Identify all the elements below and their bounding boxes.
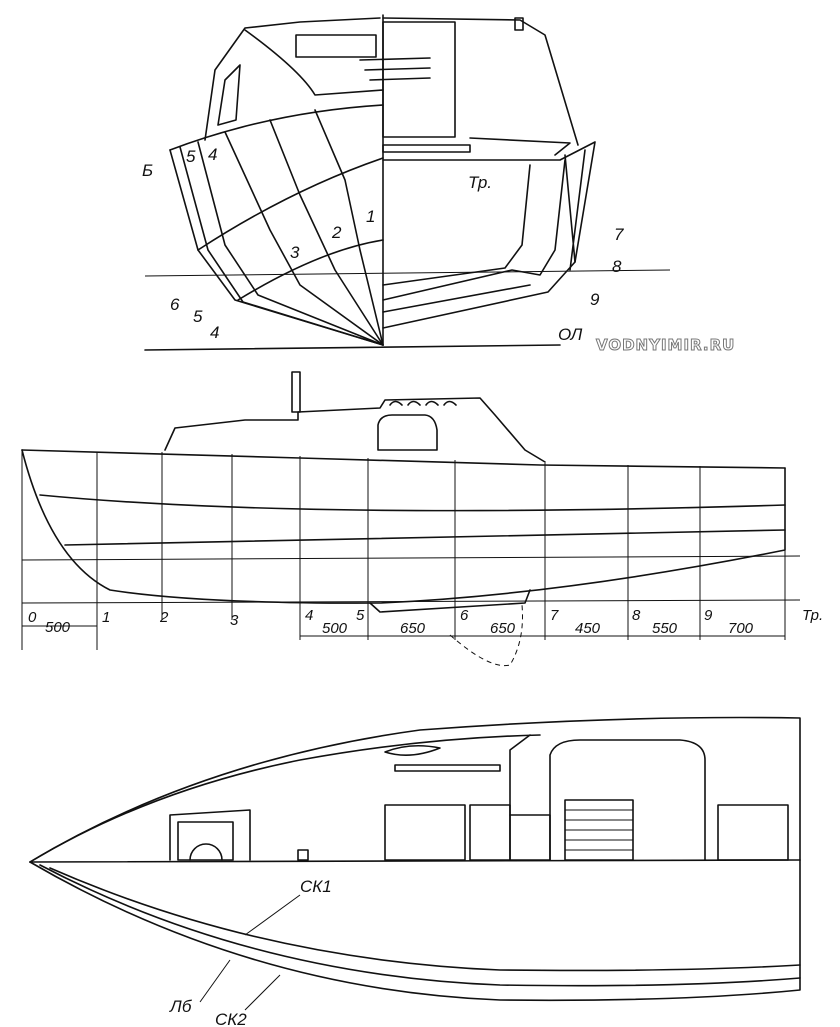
propeller-dashed-outline bbox=[449, 604, 523, 667]
transom-outline bbox=[382, 141, 596, 329]
dim-0-1: 500 bbox=[45, 619, 71, 636]
hull-profile bbox=[21, 449, 786, 604]
engine-box bbox=[509, 814, 551, 861]
keel-skeg bbox=[369, 589, 531, 613]
waterline bbox=[144, 269, 671, 277]
chine-line-lower-2 bbox=[49, 867, 801, 972]
leader-ck1 bbox=[244, 894, 301, 936]
label-station-1: 1 bbox=[366, 207, 375, 226]
cabin-plan bbox=[549, 739, 706, 861]
cabin-outline bbox=[204, 17, 579, 146]
station-label-1: 1 bbox=[102, 609, 110, 626]
label-sheer-4: 4 bbox=[208, 145, 217, 164]
cabin-profile bbox=[164, 397, 546, 463]
hull-outline-upper bbox=[29, 716, 801, 863]
plan-handrail bbox=[394, 764, 501, 772]
label-chine-6: 6 bbox=[170, 295, 180, 314]
station-label-transom: Тр. bbox=[802, 607, 823, 624]
dim-9-transom: 700 bbox=[728, 620, 754, 637]
label-transom: Тр. bbox=[468, 173, 492, 192]
leader-lb bbox=[199, 959, 231, 1003]
profile-labels: 0 1 2 3 4 5 6 7 8 9 Тр. 500 500 650 650 … bbox=[28, 607, 823, 637]
hull-outline-lower bbox=[29, 859, 801, 1002]
station-label-8: 8 bbox=[632, 607, 641, 624]
chine-line-2 bbox=[64, 529, 786, 546]
station-label-5: 5 bbox=[356, 607, 365, 624]
station-label-4: 4 bbox=[305, 607, 313, 624]
waterline-curve-1 bbox=[197, 157, 384, 251]
fittings bbox=[359, 57, 431, 81]
leader-ck2 bbox=[244, 974, 281, 1011]
sheer-line bbox=[169, 104, 384, 151]
station-label-3: 3 bbox=[230, 612, 239, 629]
label-station-2: 2 bbox=[331, 223, 342, 242]
station-lines bbox=[21, 450, 786, 650]
dim-8-9: 550 bbox=[652, 620, 678, 637]
plan-view bbox=[29, 716, 801, 1002]
label-station-3: 3 bbox=[290, 243, 300, 262]
body-plan-labels: Б 5 4 6 5 4 1 2 3 Тр. 7 8 9 ОЛ VODNYIMIR… bbox=[142, 145, 735, 355]
transom-inner bbox=[382, 159, 566, 301]
bulkhead-block bbox=[469, 804, 511, 861]
label-ck2: СК2 bbox=[215, 1010, 247, 1027]
watermark: VODNYIMIR.RU bbox=[596, 336, 735, 354]
label-sheer-5: 5 bbox=[186, 147, 196, 166]
label-lb: Лб bbox=[169, 997, 193, 1016]
dim-5-6: 650 bbox=[400, 620, 426, 637]
stern-bottom bbox=[382, 284, 531, 313]
deck-step bbox=[382, 144, 471, 153]
dim-6-7: 650 bbox=[490, 620, 516, 637]
dim-7-8: 450 bbox=[575, 620, 601, 637]
seat-2 bbox=[384, 804, 466, 861]
deck-edge bbox=[469, 137, 571, 156]
portholes bbox=[389, 400, 457, 406]
sheer-line-profile bbox=[21, 449, 786, 469]
dim-4-5: 500 bbox=[322, 620, 348, 637]
vent bbox=[514, 17, 524, 31]
label-ck1: СК1 bbox=[300, 877, 332, 896]
stern-seat bbox=[717, 804, 789, 861]
label-chine-5: 5 bbox=[193, 307, 203, 326]
profile-waterline bbox=[21, 555, 801, 561]
profile-view bbox=[21, 371, 801, 667]
label-station-9: 9 bbox=[590, 290, 600, 309]
cabin-window bbox=[217, 64, 241, 126]
exhaust-stack bbox=[291, 371, 301, 413]
deck-line-upper bbox=[29, 734, 541, 863]
station-label-7: 7 bbox=[550, 607, 559, 624]
hatch bbox=[295, 34, 377, 58]
windscreen bbox=[509, 734, 531, 816]
wheel-outline bbox=[189, 843, 223, 861]
station-label-6: 6 bbox=[460, 607, 469, 624]
cabin-roof-line bbox=[244, 29, 384, 96]
stern-sections bbox=[564, 149, 586, 271]
station-4 bbox=[197, 141, 384, 346]
dimension-lines bbox=[22, 625, 785, 637]
label-station-7: 7 bbox=[614, 225, 624, 244]
plan-centerline bbox=[29, 859, 801, 863]
station-3 bbox=[224, 131, 384, 346]
station-label-2: 2 bbox=[159, 609, 169, 626]
station-1 bbox=[314, 109, 384, 346]
label-sheer-b: Б bbox=[142, 161, 153, 180]
grating-lines bbox=[565, 809, 633, 851]
label-station-8: 8 bbox=[612, 257, 622, 276]
small-fitting bbox=[297, 849, 309, 861]
body-plan bbox=[144, 14, 671, 351]
baseline bbox=[144, 344, 561, 351]
chine-line-1 bbox=[39, 494, 786, 512]
plan-window bbox=[384, 744, 441, 756]
cabin-window-profile bbox=[377, 414, 438, 451]
cockpit-front bbox=[169, 809, 251, 861]
chine-line-lower-1 bbox=[39, 864, 801, 987]
plan-labels: СК1 Лб СК2 bbox=[169, 877, 332, 1027]
label-chine-4: 4 bbox=[210, 323, 219, 342]
station-2 bbox=[269, 119, 384, 346]
station-5 bbox=[179, 146, 384, 346]
label-baseline: ОЛ bbox=[558, 325, 583, 344]
station-label-9: 9 bbox=[704, 607, 713, 624]
waterline-curve-2 bbox=[237, 239, 384, 301]
seat-1 bbox=[177, 821, 234, 861]
station-label-0: 0 bbox=[28, 609, 37, 626]
